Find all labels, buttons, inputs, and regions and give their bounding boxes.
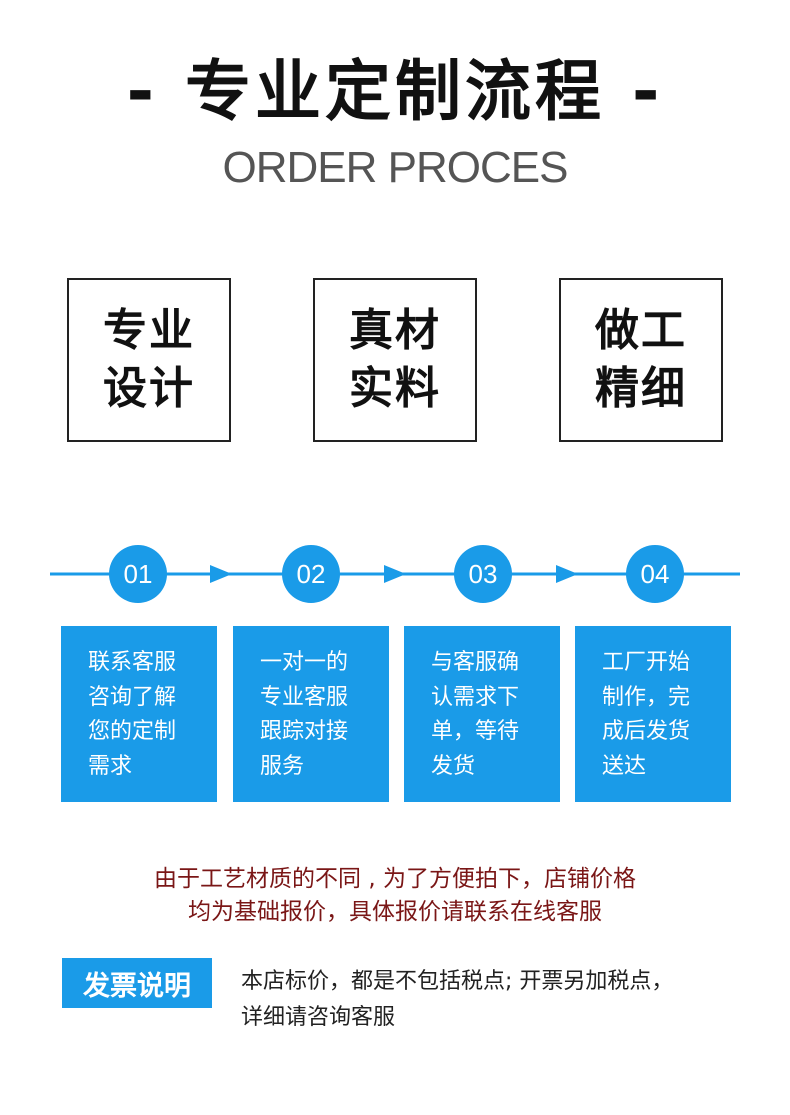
invoice-label-badge: 发票说明 [62, 958, 212, 1008]
feature-box-design: 专业 设计 [67, 278, 231, 442]
page-subtitle: ORDER PROCES [222, 143, 569, 192]
step-text: 跟踪对接 [260, 719, 349, 744]
step-text: 与客服确 [431, 650, 520, 675]
step-text: 您的定制 [88, 719, 177, 744]
feature-label: 精细 [595, 363, 687, 414]
arrow-right-icon [556, 565, 578, 583]
arrow-right-icon [210, 565, 232, 583]
step-card-order: 与客服确 认需求下 单，等待 发货 [404, 626, 560, 802]
step-text: 专业客服 [260, 684, 349, 710]
step-text: 一对一的 [260, 650, 349, 675]
step-text: 单，等待 [431, 719, 520, 744]
step-text: 联系客服 [88, 650, 177, 675]
feature-label: 专业 [103, 305, 195, 356]
feature-label: 做工 [595, 305, 687, 356]
step-number-badge: 04 [626, 545, 684, 603]
price-notice-line: 由于工艺材质的不同 , 为了方便拍下，店铺价格 [154, 866, 636, 892]
page-title: - 专业定制流程 - [126, 53, 664, 130]
step-card-service: 一对一的 专业客服 跟踪对接 服务 [233, 626, 389, 802]
invoice-description-line: 本店标价，都是不包括税点; 开票另加税点， [241, 969, 674, 994]
feature-label: 实料 [349, 363, 441, 414]
step-card-delivery: 工厂开始 制作，完 成后发货 送达 [575, 626, 731, 802]
feature-label: 真材 [349, 305, 441, 356]
feature-box-workmanship: 做工 精细 [559, 278, 723, 442]
feature-label: 设计 [103, 363, 195, 414]
step-number-badge: 02 [282, 545, 340, 603]
step-number-badge: 01 [109, 545, 167, 603]
price-notice-line: 均为基础报价，具体报价请联系在线客服 [188, 899, 602, 925]
step-text: 送达 [602, 753, 647, 779]
step-card-contact: 联系客服 咨询了解 您的定制 需求 [61, 626, 217, 802]
step-text: 需求 [88, 753, 133, 779]
step-text: 成后发货 [602, 719, 691, 744]
feature-box-materials: 真材 实料 [313, 278, 477, 442]
step-text: 咨询了解 [88, 684, 177, 710]
arrow-right-icon [384, 565, 406, 583]
step-text: 认需求下 [431, 684, 520, 710]
step-text: 发货 [431, 753, 476, 779]
step-number-badge: 03 [454, 545, 512, 603]
step-text: 制作，完 [602, 684, 691, 710]
step-text: 服务 [260, 753, 305, 779]
step-text: 工厂开始 [602, 650, 691, 675]
invoice-description-line: 详细请咨询客服 [241, 1005, 396, 1030]
